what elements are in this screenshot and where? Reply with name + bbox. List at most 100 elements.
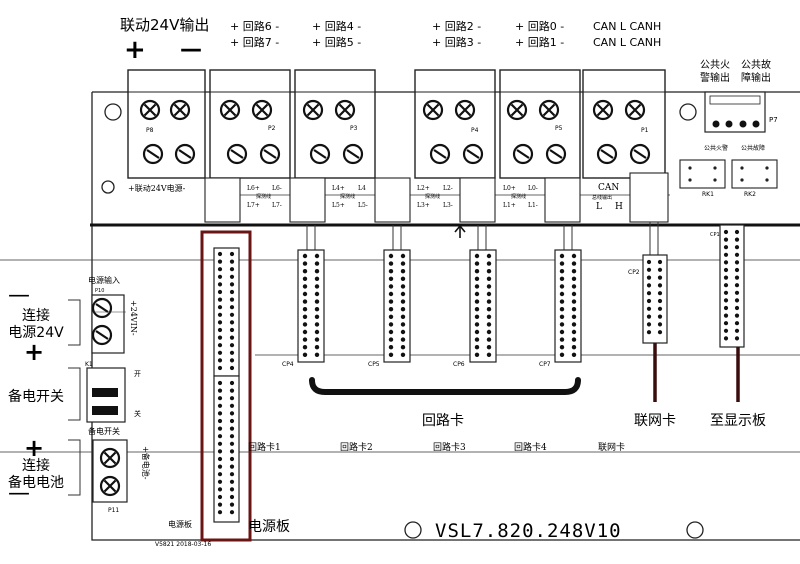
pin [314, 337, 320, 342]
silk-can-h: H [615, 202, 623, 212]
pin [388, 299, 394, 304]
pin [400, 269, 406, 274]
pin [302, 276, 308, 281]
pin [217, 274, 223, 279]
silk-relay-fire: 公共火警 [704, 144, 728, 152]
pin [734, 283, 740, 288]
fault-out-label-2: 障输出 [741, 71, 771, 84]
loop-card-bracket [309, 377, 581, 395]
pin [217, 418, 223, 424]
pin [314, 307, 320, 312]
pin [217, 396, 223, 401]
pin [734, 290, 740, 295]
pin [474, 352, 480, 357]
silk-power-board: 电源板 [168, 519, 192, 529]
pin [474, 261, 480, 266]
pin [314, 284, 320, 289]
pin [217, 510, 223, 515]
pin [217, 251, 223, 257]
pin [314, 322, 320, 327]
pin [559, 269, 565, 274]
pin [229, 494, 235, 500]
silk-power-input: 电源输入 [88, 275, 120, 285]
silk-board-id: V5821 2018-03-16 [155, 541, 211, 548]
silk-l6m: L6- [272, 185, 282, 192]
pin [229, 388, 235, 393]
pin [734, 267, 740, 273]
pin [229, 350, 235, 355]
pin [229, 510, 235, 515]
pin [229, 267, 235, 272]
pin [400, 291, 406, 297]
silk-rk1: RK1 [702, 191, 714, 198]
linkage-minus: — [180, 37, 202, 62]
terminal-block-p2 [204, 69, 291, 223]
pin [734, 275, 740, 280]
can-label-2: CAN L CANH [593, 36, 661, 49]
pin [400, 345, 406, 350]
silk-loop-card2: 回路卡2 [340, 441, 373, 453]
pin [217, 350, 223, 355]
loop1-label: + 回路1 - [515, 36, 564, 49]
pin [400, 352, 406, 357]
pin [229, 418, 235, 424]
pin [646, 267, 652, 272]
pin [229, 289, 235, 295]
pin [723, 275, 729, 280]
pin [229, 305, 235, 310]
pin [229, 335, 235, 340]
mount-hole [404, 521, 422, 539]
pin [229, 312, 235, 317]
silk-l6p: L6+ [247, 185, 260, 192]
pin [302, 322, 308, 327]
pin [559, 299, 565, 304]
silk-relay-fault: 公共故障 [741, 144, 765, 152]
pin [486, 269, 492, 274]
board-outline [91, 92, 800, 541]
silk-k1: K1 [85, 361, 93, 368]
pin [217, 289, 223, 295]
pin [486, 314, 492, 319]
pin [571, 314, 577, 319]
pin [646, 259, 652, 265]
loop4-label: + 回路4 - [312, 20, 361, 33]
pin [229, 426, 235, 431]
silk-net-card: 联网卡 [598, 441, 625, 453]
pin [646, 283, 652, 288]
pin [559, 284, 565, 289]
pin [723, 267, 729, 273]
silk-vin: +24VIN- [129, 300, 138, 336]
pin [657, 306, 663, 311]
linkage-power-silk: +联动24V电源- [128, 183, 186, 193]
pin [571, 337, 577, 342]
annot-connect-batt-1: 连接 [22, 457, 50, 474]
pin [400, 276, 406, 281]
pin [229, 472, 235, 477]
pin [657, 283, 663, 288]
loop7-label: + 回路7 - [230, 36, 279, 49]
p5-label: P5 [555, 125, 563, 132]
pin [723, 252, 729, 257]
pin [229, 441, 235, 446]
pin [723, 245, 729, 250]
pin [734, 305, 740, 311]
pin [474, 284, 480, 289]
pin [657, 275, 663, 280]
pin [302, 337, 308, 342]
pin [400, 307, 406, 312]
pin [314, 253, 320, 259]
pin [559, 314, 565, 319]
pin [217, 456, 223, 462]
pin [400, 261, 406, 266]
pin [388, 291, 394, 297]
pin [486, 307, 492, 312]
silk-can-l: L [596, 202, 602, 212]
pin [486, 337, 492, 342]
pin [217, 426, 223, 431]
annot-backup-switch: 备电开关 [8, 388, 64, 405]
loop3-label: + 回路3 - [432, 36, 481, 49]
p2-label: P2 [268, 125, 276, 132]
pin [734, 229, 740, 235]
pin [559, 352, 565, 357]
silk-l3m: L3- [443, 202, 453, 209]
